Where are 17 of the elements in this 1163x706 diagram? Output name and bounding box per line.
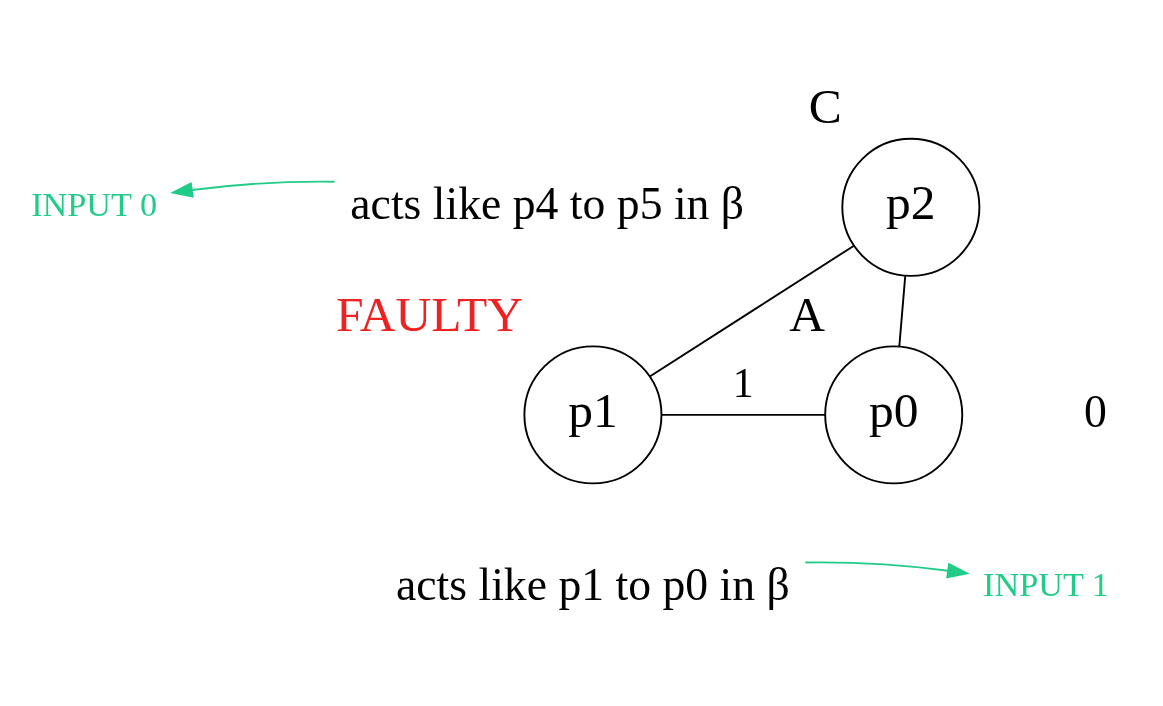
node-label: FAULTY <box>335 286 523 342</box>
node-text: INPUT 1 <box>983 565 1109 604</box>
node-label: C <box>808 79 842 135</box>
node-label: A <box>789 286 825 342</box>
arrow <box>170 180 336 198</box>
label: 0 <box>1084 385 1107 437</box>
connector <box>898 275 907 348</box>
node-text: acts like p1 to p0 in β <box>396 558 790 610</box>
arrow <box>804 561 970 579</box>
connector <box>648 244 855 378</box>
node-circle: p2 <box>841 137 981 277</box>
node-circle: p1 <box>523 345 663 485</box>
edge-label: 1 <box>732 359 754 406</box>
node-text: acts like p4 to p5 in β <box>350 178 745 230</box>
node-circle: p0 <box>824 345 964 485</box>
node-text: INPUT 0 <box>31 184 158 223</box>
connector <box>660 413 826 416</box>
